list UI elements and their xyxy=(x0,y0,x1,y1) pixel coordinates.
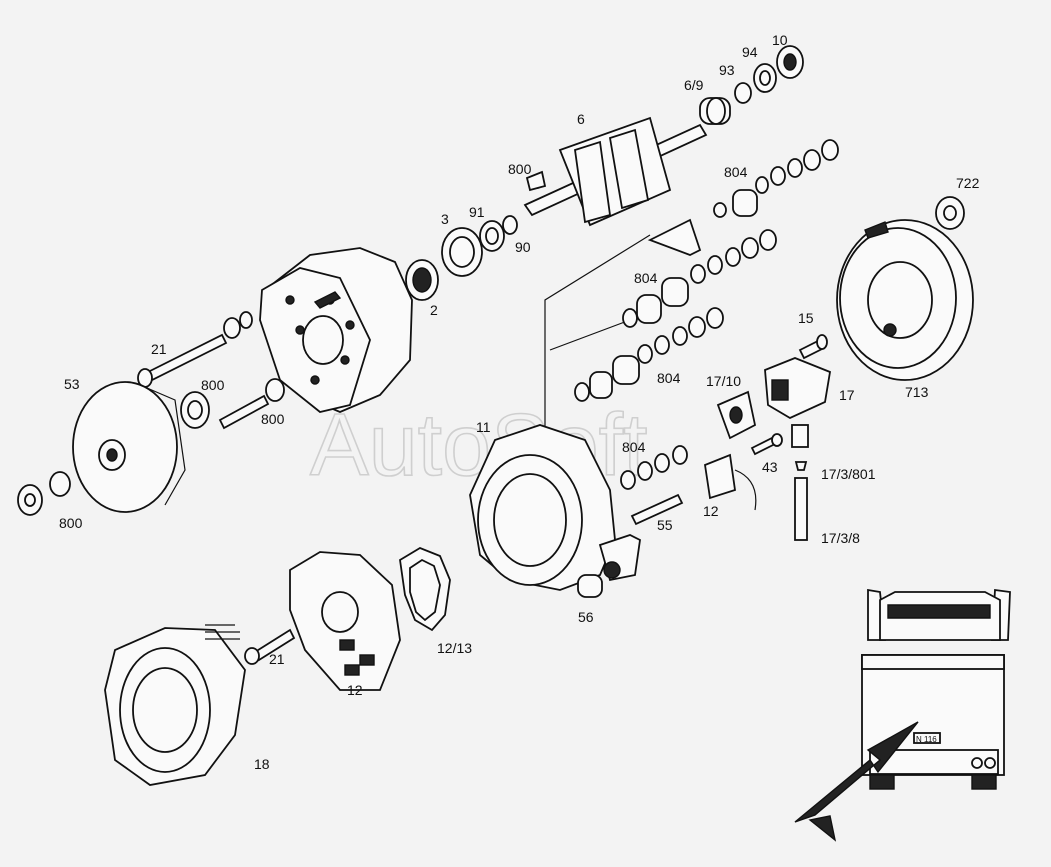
label-6-9: 6/9 xyxy=(684,77,704,93)
label-800-c: 800 xyxy=(261,411,285,427)
part-804-column-c xyxy=(574,307,724,402)
label-2: 2 xyxy=(430,302,438,318)
part-10-seal xyxy=(776,45,804,79)
part-1213-gasket xyxy=(399,546,451,632)
label-18: 18 xyxy=(254,756,270,772)
label-800-a: 800 xyxy=(508,161,532,177)
part-12-terminal xyxy=(704,453,757,511)
label-94: 94 xyxy=(742,44,758,60)
part-43-screw xyxy=(750,433,783,456)
label-93: 93 xyxy=(719,62,735,78)
part-173801-brush xyxy=(791,424,809,471)
label-804-a: 804 xyxy=(724,164,748,180)
part-53-pulley xyxy=(72,381,186,513)
part-55-pin xyxy=(630,493,684,526)
part-1738-spring xyxy=(794,477,808,541)
vehicle-plate-text: N 116 xyxy=(916,735,937,744)
part-17-regulator xyxy=(764,357,832,420)
part-11-housing xyxy=(469,424,641,591)
label-12-b: 12 xyxy=(347,682,363,698)
label-804-c: 804 xyxy=(657,370,681,386)
part-1710-plate xyxy=(716,390,757,440)
part-800-washer xyxy=(180,391,210,429)
part-6-rotor xyxy=(523,116,708,227)
label-17-3-8: 17/3/8 xyxy=(821,530,860,546)
part-804-column-b xyxy=(622,229,777,328)
label-21-b: 21 xyxy=(269,651,285,667)
part-91-ring xyxy=(479,220,505,252)
part-800-key xyxy=(525,170,547,192)
part-12-rectifier xyxy=(289,551,401,691)
part-93-ring xyxy=(734,82,752,104)
label-12-13: 12/13 xyxy=(437,640,472,656)
label-800-d: 800 xyxy=(59,515,83,531)
label-43: 43 xyxy=(762,459,778,475)
part-804-column-a xyxy=(647,139,839,256)
part-804-column-d xyxy=(620,445,688,490)
label-10: 10 xyxy=(772,32,788,48)
label-17: 17 xyxy=(839,387,855,403)
part-18-stator xyxy=(104,624,246,786)
label-90: 90 xyxy=(515,239,531,255)
part-713-cover xyxy=(836,219,974,381)
part-15-screw xyxy=(798,334,828,360)
part-800-bolt xyxy=(218,378,285,430)
part-3-bearing xyxy=(441,227,483,277)
label-800-b: 800 xyxy=(201,377,225,393)
leader-line-804 xyxy=(549,319,631,351)
part-90-ring xyxy=(502,215,518,235)
label-6: 6 xyxy=(577,111,585,127)
part-2-bearing xyxy=(405,259,439,301)
label-17-10: 17/10 xyxy=(706,373,741,389)
label-11: 11 xyxy=(476,419,491,435)
label-55: 55 xyxy=(657,517,673,533)
label-56: 56 xyxy=(578,609,594,625)
part-drive-end-housing xyxy=(259,247,413,413)
label-3: 3 xyxy=(441,211,449,227)
label-804-d: 804 xyxy=(622,439,646,455)
vehicle-orientation-sketch: N 116 xyxy=(794,588,1011,842)
part-69-bushing xyxy=(699,97,731,125)
part-56-sleeve xyxy=(577,574,603,598)
label-53: 53 xyxy=(64,376,80,392)
leader-line-11 xyxy=(544,234,651,430)
part-21-bolt xyxy=(137,311,253,388)
label-17-3-801: 17/3/801 xyxy=(821,466,876,482)
label-12-a: 12 xyxy=(703,503,719,519)
part-94-ring xyxy=(753,63,777,93)
part-722-nut xyxy=(935,196,965,230)
part-800-nut xyxy=(17,471,71,516)
label-21-a: 21 xyxy=(151,341,167,357)
label-91: 91 xyxy=(469,204,485,220)
label-722: 722 xyxy=(956,175,980,191)
part-21-bolt-lower xyxy=(244,628,296,665)
label-15: 15 xyxy=(798,310,814,326)
label-804-b: 804 xyxy=(634,270,658,286)
label-713: 713 xyxy=(905,384,929,400)
